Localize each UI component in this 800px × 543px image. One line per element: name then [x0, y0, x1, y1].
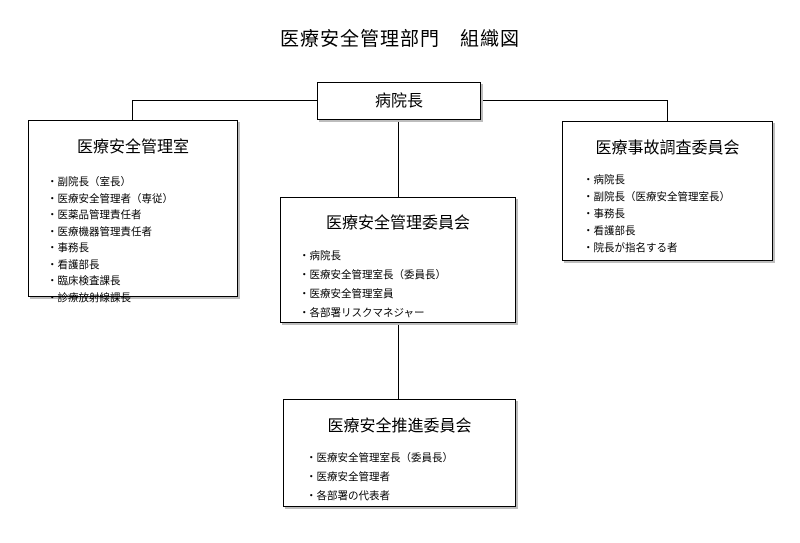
safety-office-members: 副院長（室長） 医療安全管理者（専従） 医薬品管理責任者 医療機器管理責任者 事…: [47, 174, 237, 306]
hospital-director-title: 病院長: [374, 91, 423, 110]
management-committee-box: 医療安全管理委員会 病院長 医療安全管理室長（委員長） 医療安全管理室員 各部署…: [280, 197, 516, 323]
list-item: 病院長: [583, 172, 772, 189]
list-item: 副院長（室長）: [47, 174, 237, 191]
list-item: 看護部長: [47, 257, 237, 274]
list-item: 医療安全管理室員: [299, 285, 515, 304]
list-item: 医療安全管理者（専従）: [47, 191, 237, 208]
list-item: 臨床検査課長: [47, 273, 237, 290]
investigation-committee-box: 医療事故調査委員会 病院長 副院長（医療安全管理室長） 事務長 看護部長 院長が…: [562, 121, 773, 261]
list-item: 各部署の代表者: [306, 487, 515, 506]
list-item: 医療安全管理室長（委員長）: [306, 449, 515, 468]
list-item: 医薬品管理責任者: [47, 207, 237, 224]
list-item: 病院長: [299, 247, 515, 266]
safety-office-title: 医療安全管理室: [76, 137, 189, 156]
list-item: 看護部長: [583, 223, 772, 240]
connector-left-drop: [132, 100, 133, 121]
list-item: 院長が指名する者: [583, 240, 772, 257]
list-item: 医療安全管理者: [306, 468, 515, 487]
list-item: 診療放射線課長: [47, 290, 237, 307]
list-item: 医療機器管理責任者: [47, 224, 237, 241]
investigation-committee-members: 病院長 副院長（医療安全管理室長） 事務長 看護部長 院長が指名する者: [583, 172, 772, 257]
investigation-committee-title: 医療事故調査委員会: [595, 138, 740, 157]
promotion-committee-members: 医療安全管理室長（委員長） 医療安全管理者 各部署の代表者: [306, 449, 515, 506]
promotion-committee-box: 医療安全推進委員会 医療安全管理室長（委員長） 医療安全管理者 各部署の代表者: [283, 399, 516, 507]
list-item: 事務長: [583, 206, 772, 223]
management-committee-members: 病院長 医療安全管理室長（委員長） 医療安全管理室員 各部署リスクマネジャー: [299, 247, 515, 323]
page-title: 医療安全管理部門 組織図: [279, 28, 520, 50]
connector-right-drop: [667, 100, 668, 122]
list-item: 医療安全管理室長（委員長）: [299, 266, 515, 285]
list-item: 副院長（医療安全管理室長）: [583, 189, 772, 206]
list-item: 事務長: [47, 240, 237, 257]
hospital-director-box: 病院長: [317, 82, 481, 120]
safety-office-box: 医療安全管理室 副院長（室長） 医療安全管理者（専従） 医薬品管理責任者 医療機…: [28, 120, 238, 304]
management-committee-title: 医療安全管理委員会: [325, 213, 470, 232]
list-item: 各部署リスクマネジャー: [299, 304, 515, 323]
promotion-committee-title: 医療安全推進委員会: [327, 416, 472, 435]
